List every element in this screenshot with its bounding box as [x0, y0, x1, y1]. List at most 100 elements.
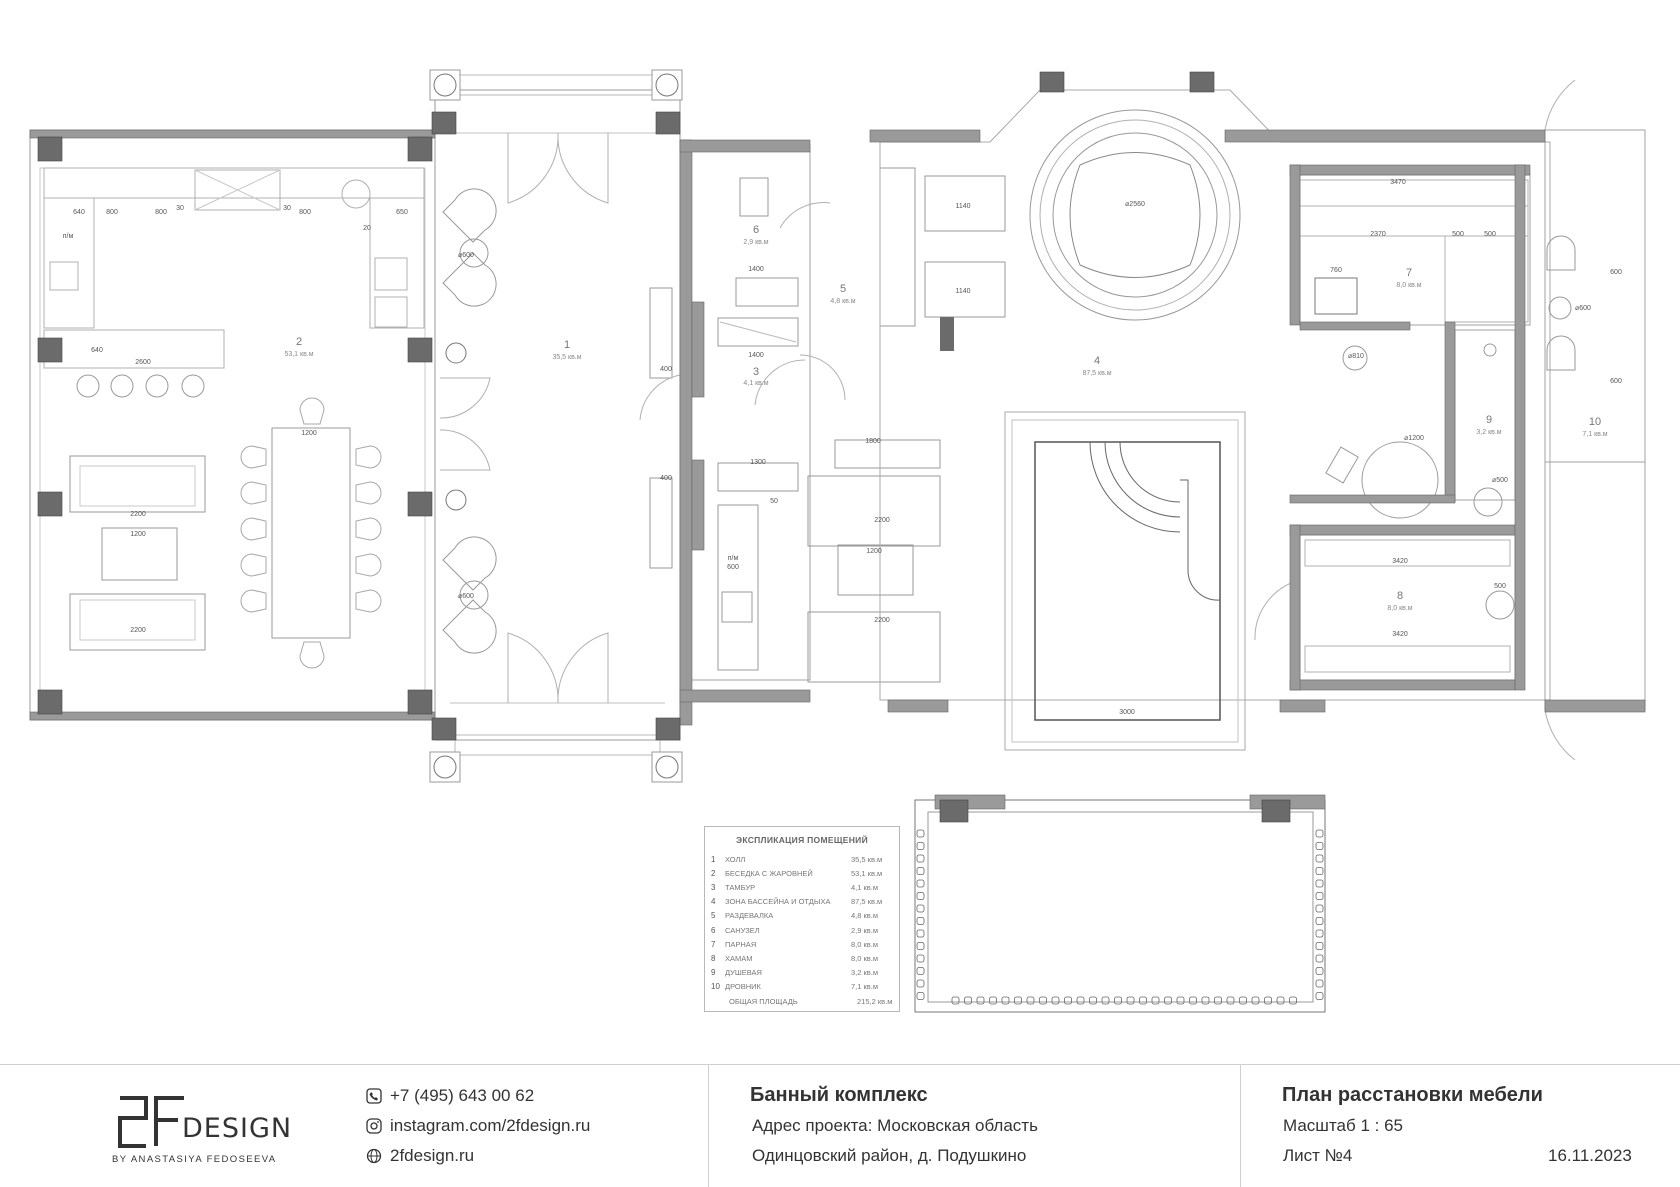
baluster — [1264, 996, 1272, 1005]
contact-instagram[interactable]: instagram.com/2fdesign.ru — [366, 1116, 590, 1136]
jacuzzi — [1069, 152, 1201, 278]
hob-1 — [374, 257, 408, 291]
room-schedule-name: САНУЗЕЛ — [725, 925, 760, 935]
dim-label: 1800 — [865, 438, 881, 445]
dim-label: 3000 — [1119, 709, 1135, 716]
dim-label: 800 — [106, 209, 118, 216]
dim-label: 500 — [1452, 231, 1464, 238]
baluster — [1176, 996, 1185, 1005]
room-schedule-area: 4,1 кв.м — [851, 882, 879, 892]
room-4-number: 4 — [1094, 355, 1100, 367]
baluster — [1315, 942, 1324, 950]
instagram-text: instagram.com/2fdesign.ru — [390, 1116, 591, 1135]
baluster — [916, 967, 925, 975]
baluster — [916, 904, 925, 913]
dim-label: 500 — [1494, 583, 1506, 590]
dim-label: 50 — [770, 498, 778, 505]
dim-label: ⌀600 — [1575, 305, 1591, 312]
kitchen-counter-right — [369, 197, 425, 329]
room-schedule-name: ТАМБУР — [725, 882, 756, 892]
baluster — [964, 996, 972, 1005]
phone-text: +7 (495) 643 00 62 — [390, 1086, 535, 1105]
project-address-2: Одинцовский район, д. Подушкино — [752, 1146, 1027, 1165]
dim-label: 400 — [660, 366, 672, 373]
globe-icon — [366, 1148, 382, 1164]
room-7-number: 7 — [1406, 267, 1412, 279]
sauna — [1299, 174, 1531, 326]
room-6-number: 6 — [753, 224, 759, 236]
sink-wc — [735, 277, 799, 307]
bench-2 — [649, 477, 673, 569]
sofa-1 — [69, 455, 206, 513]
dim-label: п/м — [728, 555, 739, 562]
room-9-number: 9 — [1486, 414, 1492, 426]
phone-icon — [366, 1088, 382, 1104]
baluster — [916, 992, 925, 1000]
room-schedule-name: ПАРНАЯ — [725, 939, 757, 949]
baluster — [951, 996, 960, 1005]
terrace — [914, 799, 1326, 1013]
dim-label: 400 — [660, 475, 672, 482]
hob-2 — [374, 296, 408, 328]
dim-label: 650 — [396, 209, 408, 216]
room-4-area: 87,5 кв.м — [1082, 370, 1111, 377]
baluster — [1189, 996, 1197, 1005]
room-schedule-n: 10 — [711, 982, 720, 992]
baluster — [1014, 996, 1022, 1005]
baluster — [1239, 996, 1247, 1005]
round-table — [1361, 441, 1439, 519]
dim-label: 2200 — [874, 517, 890, 524]
contact-website[interactable]: 2fdesign.ru — [366, 1146, 474, 1166]
room-schedule-area: 87,5 кв.м — [851, 897, 883, 907]
room-schedule-n: 6 — [711, 925, 716, 935]
room-7-area: 8,0 кв.м — [1396, 282, 1421, 289]
room-8-number: 8 — [1397, 590, 1403, 602]
bench-1 — [649, 287, 673, 379]
gazebo-inner — [39, 167, 426, 714]
baluster — [1126, 996, 1135, 1005]
dim-label: 2370 — [1370, 231, 1386, 238]
dim-label: 3470 — [1390, 179, 1406, 186]
dim-label: 3420 — [1392, 558, 1408, 565]
baluster — [1315, 954, 1324, 963]
logo-byline: BY ANASTASIYA FEDOSEEVA — [112, 1154, 277, 1165]
room-schedule-name: ДУШЕВАЯ — [725, 968, 762, 978]
sauna-stove — [1314, 277, 1358, 315]
dim-label: 800 — [155, 209, 167, 216]
baluster — [1064, 996, 1072, 1005]
dim-label: 30 — [176, 205, 184, 212]
dim-label: ⌀810 — [1348, 353, 1364, 360]
baluster — [1315, 917, 1324, 925]
pool — [1034, 441, 1221, 721]
room-3-number: 3 — [753, 366, 759, 378]
dim-label: 1200 — [130, 531, 146, 538]
baluster — [916, 917, 925, 925]
room-10-area: 7,1 кв.м — [1582, 431, 1607, 438]
sheet-number: Лист №4 — [1283, 1146, 1353, 1165]
room-schedule-area: 35,5 кв.м — [851, 854, 883, 864]
baluster — [1089, 996, 1097, 1005]
dim-label: 3420 — [1392, 631, 1408, 638]
contact-phone[interactable]: +7 (495) 643 00 62 — [366, 1086, 534, 1106]
room-5-area: 4,8 кв.м — [830, 298, 855, 305]
dim-label: 1400 — [748, 266, 764, 273]
room-schedule-area: 53,1 кв.м — [851, 868, 883, 878]
room-schedule-area: 8,0 кв.м — [851, 939, 879, 949]
baluster — [1315, 904, 1324, 913]
baluster — [1251, 996, 1260, 1005]
baluster — [1026, 996, 1035, 1005]
baluster — [916, 892, 925, 900]
baluster — [1076, 996, 1085, 1005]
dim-label: 500 — [1484, 231, 1496, 238]
project-address-1: Адрес проекта: Московская область — [752, 1116, 1038, 1135]
sink-cabinet — [717, 462, 799, 492]
baluster — [1226, 996, 1235, 1005]
sink-round — [341, 179, 371, 209]
lockers — [879, 167, 916, 327]
grill — [194, 169, 281, 211]
website-text: 2fdesign.ru — [390, 1146, 475, 1165]
